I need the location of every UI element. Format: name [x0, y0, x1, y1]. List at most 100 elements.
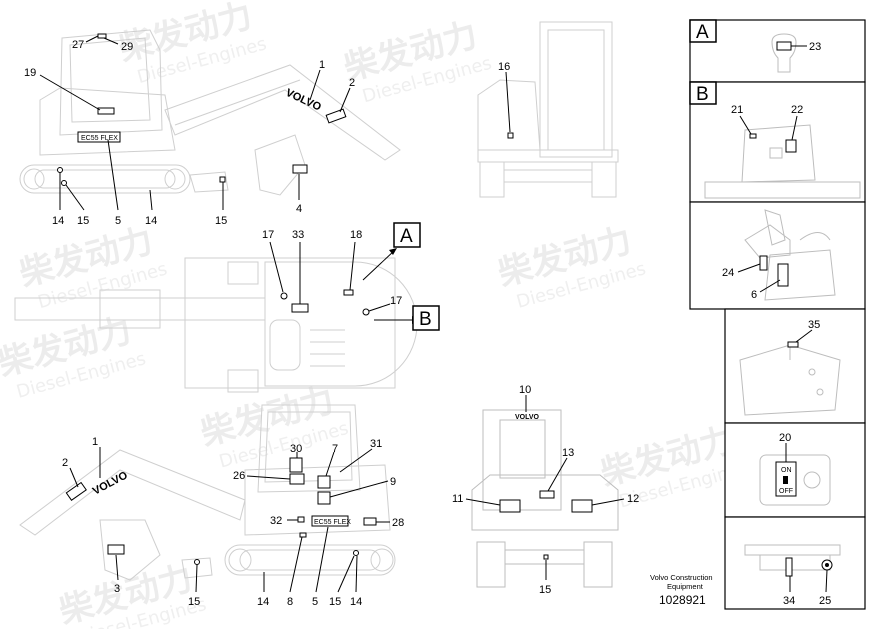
decal-17 [280, 292, 288, 300]
callout-21: 21 [731, 104, 743, 116]
decal-32 [297, 516, 305, 523]
switch-on-label: ON [781, 467, 792, 474]
watermark-8: 柴发动力 Diesel-Engines [55, 558, 209, 629]
callout-5: 5 [312, 596, 318, 608]
excavator-side-view-lower: VOLVO EC55 FLEX [19, 404, 404, 608]
callout-34: 34 [783, 595, 795, 607]
decal-35 [787, 341, 799, 348]
callout-9: 9 [390, 476, 396, 488]
decal-19 [97, 107, 115, 115]
decal-23 [776, 41, 792, 51]
detail-panel-a: A 23 [689, 19, 866, 83]
callout-29: 29 [121, 41, 133, 53]
company-name-line2: Equipment [667, 582, 704, 591]
callout-17: 17 [262, 229, 274, 241]
decal-18 [343, 289, 354, 296]
callout-2: 2 [62, 457, 68, 469]
detail-panel-switch: ON OFF 20 [724, 422, 866, 518]
decal-6 [777, 263, 789, 287]
watermark-7: 柴发动力 Diesel-Engines [0, 310, 148, 402]
switch-off-label: OFF [779, 488, 793, 495]
title-block: Volvo Construction Equipment 1028921 [650, 573, 713, 607]
callout-12: 12 [627, 493, 639, 505]
callout-2: 2 [349, 77, 355, 89]
callout-3: 3 [114, 583, 120, 595]
callout-30: 30 [290, 443, 302, 455]
decal-21 [749, 133, 757, 139]
model-decal [311, 515, 349, 527]
model-decal-text: EC55 FLEX [314, 519, 351, 526]
detail-panel-seat: 24 6 [689, 201, 866, 310]
callout-1: 1 [92, 436, 98, 448]
decal-2 [65, 481, 87, 501]
callout-14: 14 [145, 215, 157, 227]
volvo-logo: VOLVO [284, 87, 324, 114]
callout-15: 15 [77, 215, 89, 227]
callout-15: 15 [188, 596, 200, 608]
decal-3 [107, 544, 125, 555]
callout-14: 14 [350, 596, 362, 608]
svg-text:B: B [419, 309, 432, 330]
callout-31: 31 [370, 438, 382, 450]
callout-23: 23 [809, 41, 821, 53]
callout-1: 1 [319, 59, 325, 71]
callout-27: 27 [72, 39, 84, 51]
excavator-top-view: 17 33 18 17 A B [14, 222, 440, 393]
callout-5: 5 [115, 215, 121, 227]
model-decal [77, 131, 121, 143]
detail-panel-base: 34 25 [724, 516, 866, 610]
callout-22: 22 [791, 104, 803, 116]
company-name: Volvo Construction [650, 573, 713, 582]
watermark-4: 柴发动力 Diesel-Engines [494, 220, 648, 312]
decal-2 [325, 108, 347, 124]
callout-15: 15 [329, 596, 341, 608]
view-label-a: A [393, 222, 421, 248]
watermark-2: 柴发动力 Diesel-Engines [340, 15, 494, 107]
svg-text:A: A [400, 226, 413, 247]
callout-13: 13 [562, 447, 574, 459]
detail-panel-b: B 21 22 [689, 81, 866, 203]
callout-19: 19 [24, 67, 36, 79]
volvo-logo: VOLVO [515, 414, 540, 421]
watermark-5: 柴发动力 Diesel-Engines [197, 380, 351, 472]
decal-22 [785, 139, 797, 153]
decal-9 [317, 491, 331, 505]
callout-28: 28 [392, 517, 404, 529]
callout-11: 11 [452, 493, 463, 505]
model-decal-text: EC55 FLEX [81, 135, 118, 142]
callout-15: 15 [539, 584, 551, 596]
callout-4: 4 [296, 203, 302, 215]
callout-25: 25 [819, 595, 831, 607]
watermark-layer: 柴发动力 Diesel-Engines 柴发动力 Diesel-Engines … [0, 0, 751, 629]
decal-34 [785, 557, 793, 577]
callout-35: 35 [808, 319, 820, 331]
decal-28 [363, 517, 377, 526]
callout-26: 26 [233, 470, 245, 482]
decal-33 [291, 303, 309, 313]
callout-15: 15 [215, 215, 227, 227]
callout-18: 18 [350, 229, 362, 241]
callout-20: 20 [779, 432, 791, 444]
detail-panel-tank: 35 [724, 308, 866, 424]
callout-33: 33 [292, 229, 304, 241]
decal-8 [299, 532, 307, 538]
callout-7: 7 [332, 443, 338, 455]
decal-4 [292, 164, 308, 174]
callout-8: 8 [287, 596, 293, 608]
decal-24 [759, 255, 768, 271]
panel-b-label: B [696, 84, 709, 105]
callout-6: 6 [751, 289, 757, 301]
volvo-logo: VOLVO [91, 469, 130, 497]
excavator-rear-view-lower: VOLVO 10 13 11 12 15 [452, 384, 639, 596]
excavator-rear-view-upper: 16 [477, 21, 619, 198]
callout-32: 32 [270, 515, 282, 527]
decal-30 [289, 457, 303, 473]
decal-26 [289, 473, 305, 485]
callout-17: 17 [390, 295, 402, 307]
callout-24: 24 [722, 267, 734, 279]
callout-16: 16 [498, 61, 510, 73]
drawing-number: 1028921 [659, 593, 706, 607]
callout-14: 14 [257, 596, 269, 608]
decal-12 [571, 499, 593, 513]
panel-a-label: A [696, 22, 709, 43]
